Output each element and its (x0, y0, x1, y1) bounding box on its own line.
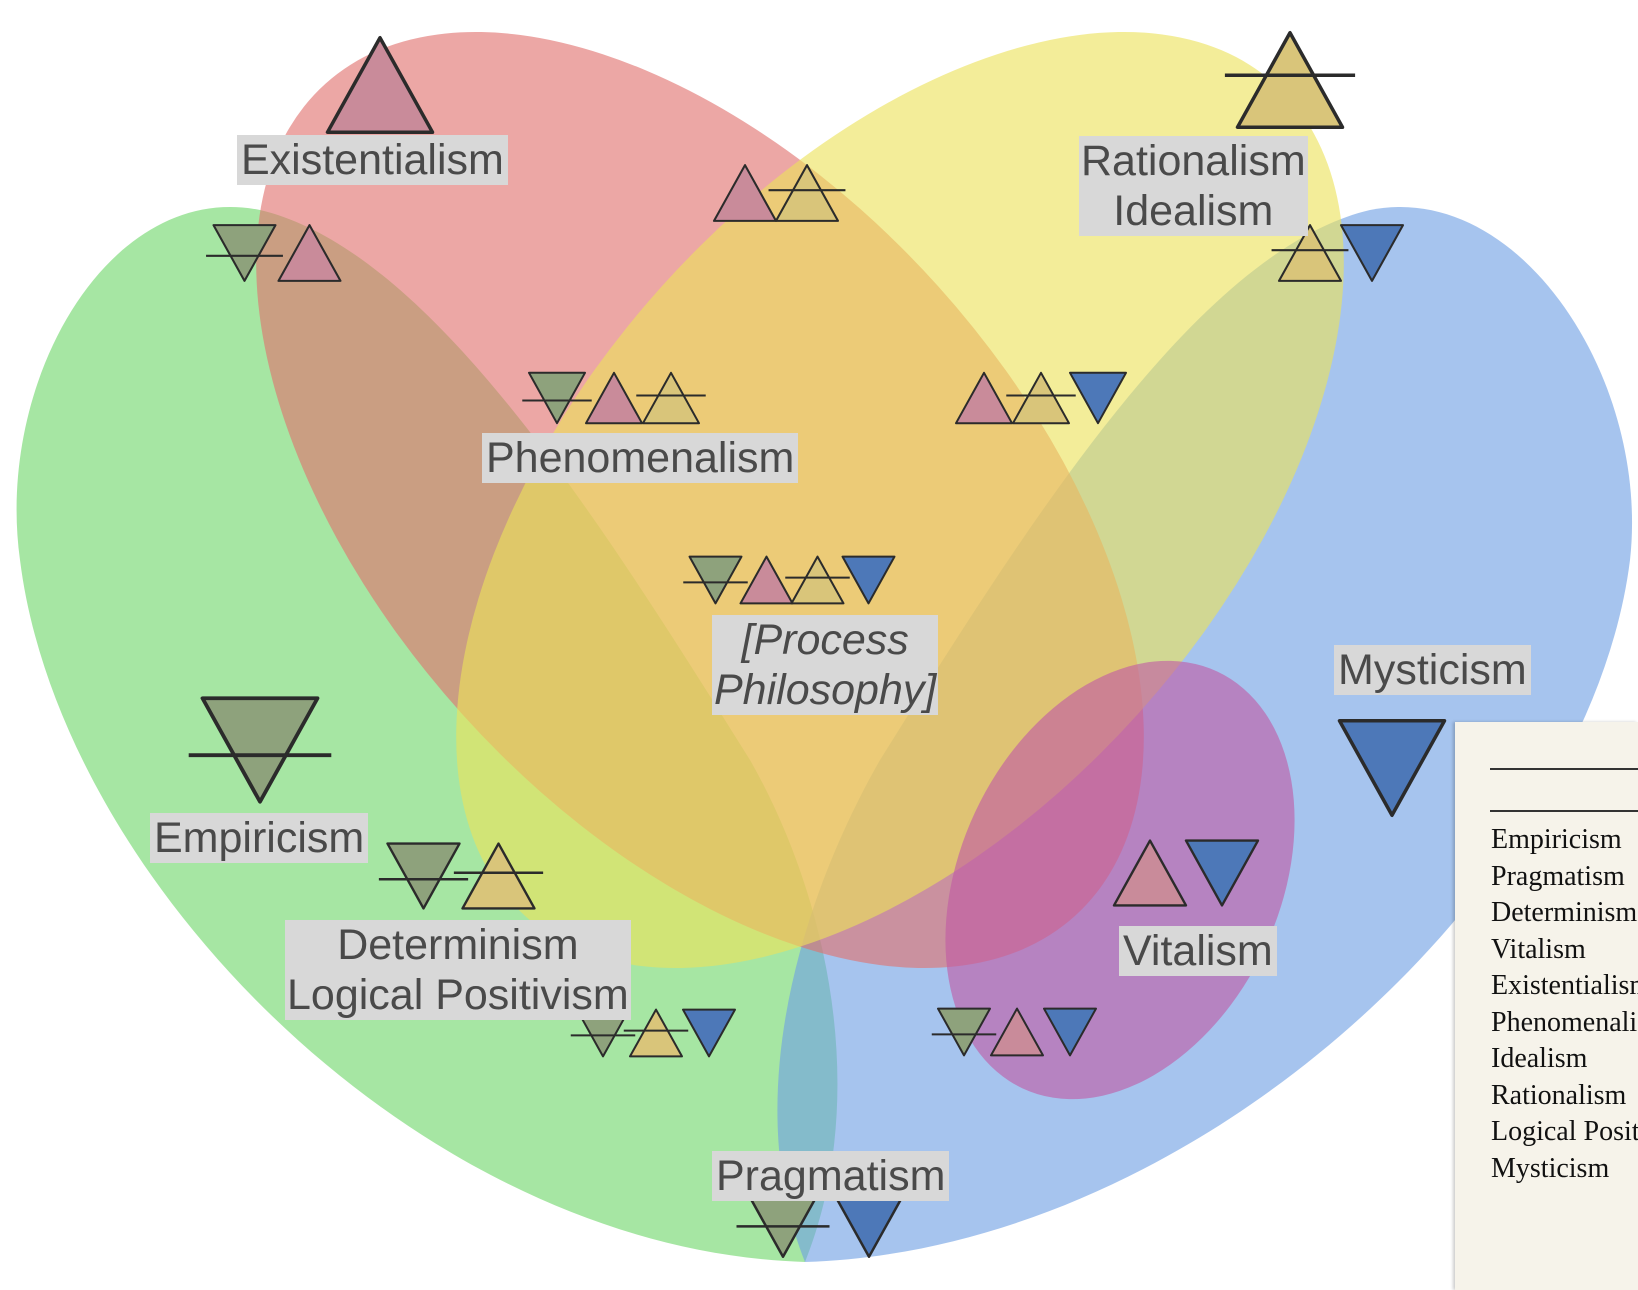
label-determinism-logical-positivism: Determinism Logical Positivism (285, 920, 631, 1020)
down-triangle-green-barred-icon (931, 1007, 997, 1057)
label-determinism: Determinism (287, 920, 629, 970)
up-triangle-yellow-barred-icon (785, 555, 850, 605)
down-triangle-green-barred-icon (378, 842, 469, 910)
table-item: Idealism (1491, 1043, 1588, 1074)
reference-table-excerpt: Empiricism Pragmatism Determinism Vitali… (1455, 722, 1638, 1290)
up-triangle-yellow-barred-icon (453, 842, 544, 910)
table-item: Determinism (1491, 897, 1638, 928)
up-triangle-yellow-barred-icon (636, 371, 706, 425)
up-triangle-red-icon (277, 224, 342, 282)
table-item: Existentialism (1491, 970, 1638, 1001)
down-triangle-green-barred-icon (683, 555, 748, 605)
label-process-philosophy: [Process Philosophy] (712, 615, 939, 715)
down-triangle-green-barred-icon (188, 696, 332, 804)
up-triangle-red-icon (739, 555, 794, 605)
empiricism-petal (16, 206, 838, 1262)
rationalism-petal (456, 31, 1344, 969)
down-triangle-blue-icon (1069, 371, 1127, 425)
down-triangle-blue-icon (1339, 224, 1405, 282)
label-mysticism: Mysticism (1334, 645, 1531, 695)
table-item: Empiricism (1491, 824, 1622, 855)
label-empiricism: Empiricism (150, 813, 369, 863)
up-triangle-red-icon (1112, 839, 1188, 907)
up-triangle-red-icon (955, 371, 1013, 425)
down-triangle-blue-icon (841, 555, 896, 605)
label-rationalism-idealism: Rationalism Idealism (1079, 136, 1308, 236)
table-item: Rationalism (1491, 1079, 1627, 1111)
down-triangle-blue-icon (1184, 839, 1260, 907)
down-triangle-blue-icon (1043, 1007, 1097, 1057)
vitalism-region (945, 660, 1295, 1100)
up-triangle-red-icon (990, 1007, 1044, 1057)
down-triangle-blue-icon (1337, 719, 1447, 817)
table-item: Vitalism (1491, 933, 1586, 965)
table-item: Pragmatism (1491, 860, 1625, 892)
label-logical-positivism: Logical Positivism (287, 970, 629, 1020)
label-vitalism: Vitalism (1119, 926, 1277, 976)
up-triangle-yellow-barred-icon (768, 164, 846, 222)
table-item: Phenomenalism (1491, 1006, 1638, 1038)
label-idealism: Idealism (1081, 186, 1306, 236)
up-triangle-red-icon (712, 164, 778, 222)
up-triangle-yellow-barred-icon (623, 1008, 689, 1058)
label-pragmatism: Pragmatism (712, 1151, 950, 1201)
label-process-line2: Philosophy] (714, 665, 937, 715)
label-phenomenalism: Phenomenalism (482, 433, 799, 483)
up-triangle-yellow-barred-icon (1271, 224, 1349, 282)
up-triangle-red-icon (585, 371, 643, 425)
down-triangle-green-barred-icon (522, 371, 592, 425)
table-item: Logical Positivism (1491, 1116, 1638, 1147)
down-triangle-blue-icon (682, 1008, 736, 1058)
up-triangle-yellow-barred-icon (1006, 371, 1076, 425)
up-triangle-red-icon (325, 36, 435, 134)
label-rationalism: Rationalism (1081, 136, 1306, 186)
up-triangle-yellow-barred-icon (1224, 31, 1356, 129)
reference-table-list: Empiricism Pragmatism Determinism Vitali… (1491, 822, 1638, 1187)
table-rule-top (1490, 768, 1638, 770)
label-existentialism: Existentialism (237, 135, 508, 185)
label-process-line1: [Process (714, 615, 937, 665)
down-triangle-green-barred-icon (206, 224, 283, 282)
table-rule-mid (1490, 810, 1638, 812)
table-item: Mysticism (1491, 1152, 1610, 1184)
